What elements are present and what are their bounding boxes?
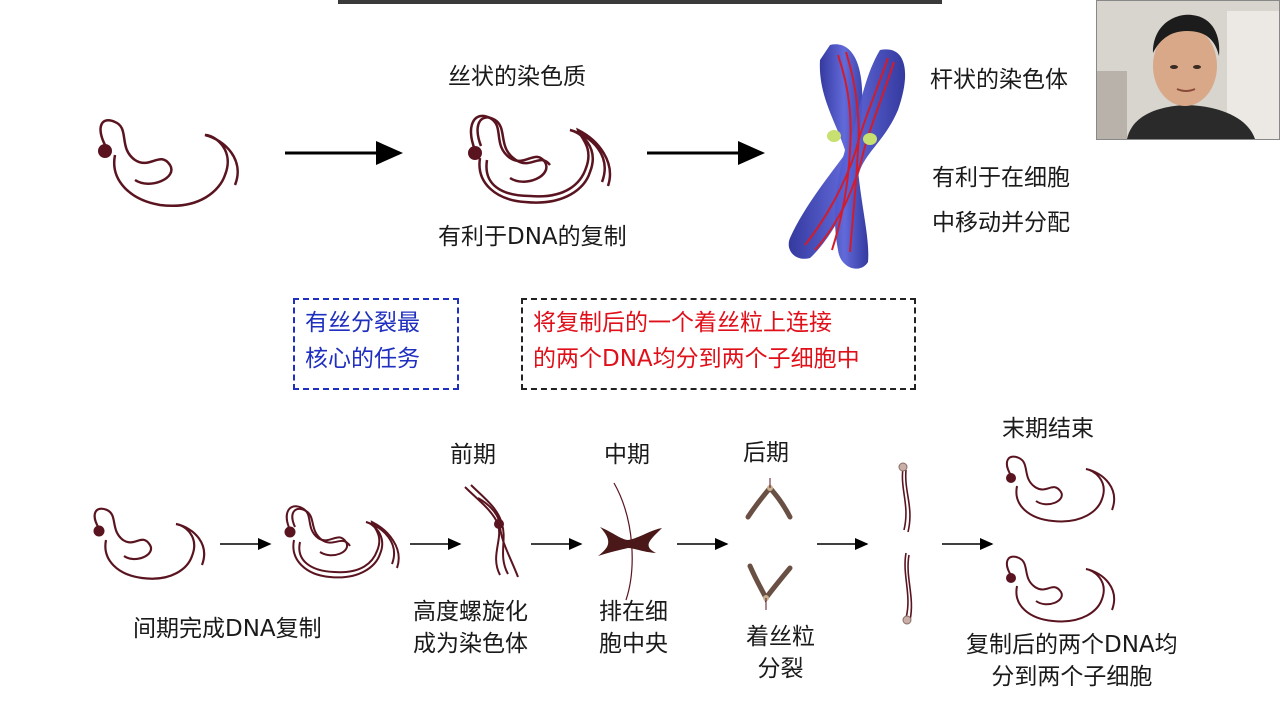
telophase-strand-upper — [1005, 455, 1115, 523]
metaphase-chromosome — [598, 482, 662, 601]
slide-top-bar — [338, 0, 942, 4]
label-dna-replication: 有利于DNA的复制 — [438, 224, 627, 250]
description-box: 将复制后的一个着丝粒上连接 的两个DNA均分到两个子细胞中 — [521, 298, 916, 390]
anaphase-label: 后期 — [743, 440, 789, 466]
centromere-dot — [98, 144, 112, 158]
prophase-label: 前期 — [450, 442, 496, 468]
telophase-strand-lower — [1005, 555, 1115, 623]
label-silk-chromatin: 丝状的染色质 — [448, 64, 586, 90]
prophase-chromosome — [464, 484, 519, 578]
interphase-caption: 间期完成DNA复制 — [133, 616, 322, 642]
telophase-caption: 复制后的两个DNA均 分到两个子细胞 — [966, 632, 1178, 691]
replicated-strand — [285, 505, 400, 579]
metaphase-label: 中期 — [604, 442, 650, 468]
label-movement: 有利于在细胞 中移动并分配 — [932, 165, 1070, 236]
rod-chromosome — [788, 44, 906, 269]
chromatin-single-strand — [99, 119, 239, 208]
anaphase-chromosomes — [745, 478, 793, 610]
presenter-webcam — [1096, 0, 1280, 140]
prophase-caption: 高度螺旋化 成为染色体 — [413, 599, 528, 658]
chromatin-double-strand — [469, 114, 611, 204]
label-rod-chromosome: 杆状的染色体 — [930, 67, 1068, 93]
interphase-strand — [93, 507, 206, 580]
core-task-box: 有丝分裂最 核心的任务 — [293, 298, 459, 390]
anaphase-caption: 着丝粒 分裂 — [746, 624, 815, 683]
separated-dna — [901, 467, 913, 621]
telophase-label: 末期结束 — [1002, 416, 1094, 442]
metaphase-caption: 排在细 胞中央 — [599, 599, 668, 658]
